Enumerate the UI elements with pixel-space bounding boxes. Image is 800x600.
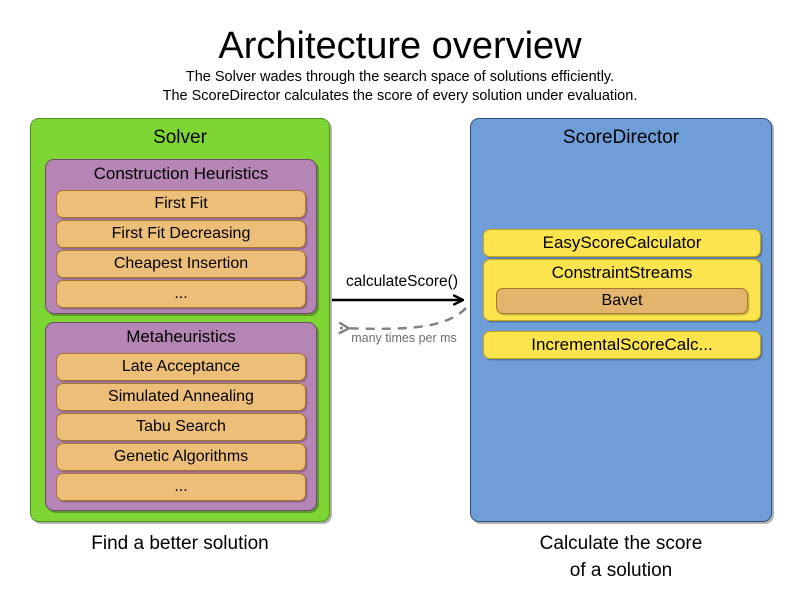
subtitle-line-2: The ScoreDirector calculates the score o… xyxy=(162,88,638,104)
scoredirector-caption: Calculate the score of a solution xyxy=(470,530,772,584)
list-item[interactable]: Cheapest Insertion xyxy=(56,250,306,278)
list-item[interactable]: Genetic Algorithms xyxy=(56,443,306,471)
subtitle-line-1: The Solver wades through the search spac… xyxy=(185,69,615,85)
solver-panel-title: Solver xyxy=(153,127,207,148)
easy-score-calculator-box[interactable]: EasyScoreCalculator xyxy=(483,229,761,257)
constraint-streams-label: ConstraintStreams xyxy=(551,263,693,282)
list-item[interactable]: Tabu Search xyxy=(56,413,306,441)
item-list-metaheuristics: Late Acceptance Simulated Annealing Tabu… xyxy=(56,353,306,503)
scoredirector-panel[interactable]: ScoreDirector EasyScoreCalculator Constr… xyxy=(470,118,772,522)
scoredirector-caption-line-1: Calculate the score xyxy=(539,533,703,554)
incremental-score-calculator-box[interactable]: IncrementalScoreCalc... xyxy=(483,331,761,359)
list-item[interactable]: Simulated Annealing xyxy=(56,383,306,411)
page-title: Architecture overview xyxy=(218,25,582,67)
list-item[interactable]: First Fit Decreasing xyxy=(56,220,306,248)
group-metaheuristics[interactable]: Metaheuristics Late Acceptance Simulated… xyxy=(45,322,317,511)
item-list-construction-heuristics: First Fit First Fit Decreasing Cheapest … xyxy=(56,190,306,310)
list-item[interactable]: ... xyxy=(56,280,306,308)
calculate-score-arrow-label: calculateScore() xyxy=(346,273,458,290)
constraint-streams-box[interactable]: ConstraintStreams Bavet xyxy=(483,259,761,321)
bavet-box[interactable]: Bavet xyxy=(496,288,748,314)
incremental-score-calculator-label: IncrementalScoreCalc... xyxy=(531,335,713,354)
scoredirector-caption-line-2: of a solution xyxy=(569,560,673,581)
solver-panel[interactable]: Solver Construction Heuristics First Fit… xyxy=(30,118,330,522)
group-title-construction-heuristics: Construction Heuristics xyxy=(93,164,269,183)
list-item[interactable]: ... xyxy=(56,473,306,501)
group-construction-heuristics[interactable]: Construction Heuristics First Fit First … xyxy=(45,159,317,314)
solver-caption: Find a better solution xyxy=(91,533,269,554)
many-times-per-ms-arrow-label: many times per ms xyxy=(351,331,457,345)
list-item[interactable]: First Fit xyxy=(56,190,306,218)
easy-score-calculator-label: EasyScoreCalculator xyxy=(542,233,702,252)
many-times-per-ms-arrow-line xyxy=(340,307,467,329)
list-item[interactable]: Late Acceptance xyxy=(56,353,306,381)
scoredirector-panel-title: ScoreDirector xyxy=(562,127,680,148)
group-title-metaheuristics: Metaheuristics xyxy=(126,327,236,346)
header: Architecture overview The Solver wades t… xyxy=(0,0,800,106)
